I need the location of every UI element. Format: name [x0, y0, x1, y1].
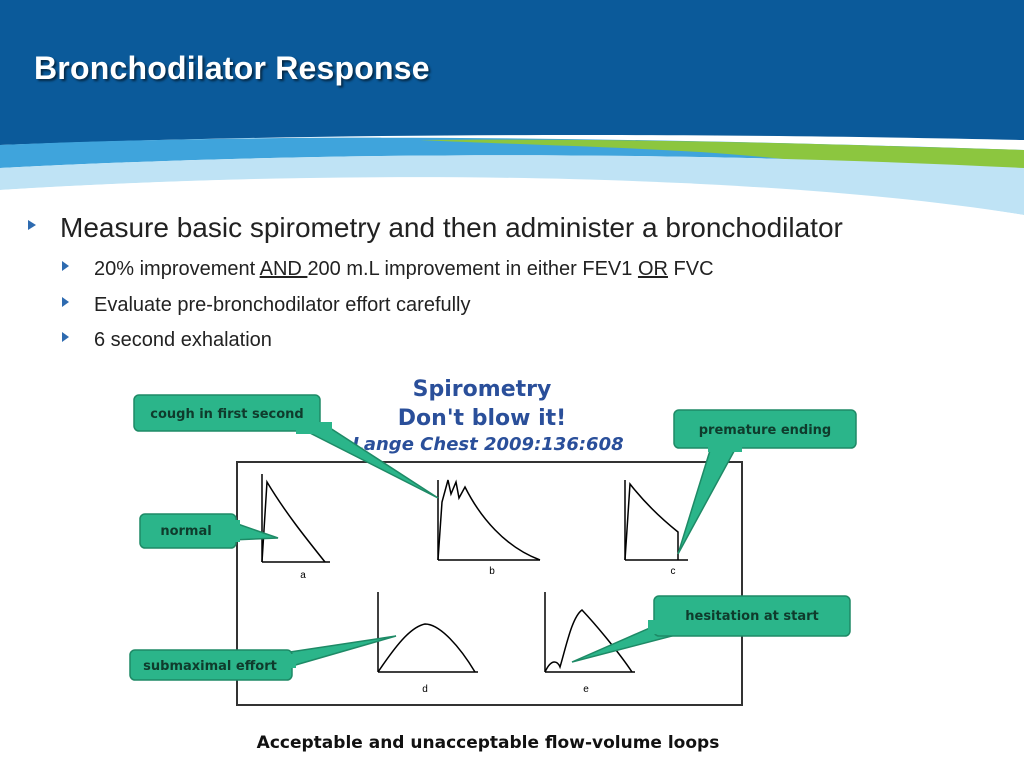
- panel-label-c: c: [671, 566, 676, 577]
- bullet-arrow-icon: [62, 332, 69, 342]
- header-banner: [0, 0, 1024, 215]
- text-part: 20% improvement: [94, 258, 260, 280]
- callout-normal-text: normal: [160, 524, 211, 539]
- panel-c: [624, 480, 688, 561]
- plot-frame: [236, 461, 743, 706]
- sub-bullet-text: Evaluate pre-bronchodilator effort caref…: [94, 294, 471, 316]
- callout-hesitation-text: hesitation at start: [685, 609, 819, 624]
- figure-heading-2: Don't blow it!: [398, 406, 566, 431]
- underlined-or: OR: [637, 258, 668, 280]
- callout-submaximal: submaximal effort: [129, 635, 397, 681]
- bullet-arrow-icon: [28, 220, 36, 230]
- sub-bullet-text: 20% improvement AND 200 m.L improvement …: [94, 258, 714, 281]
- underlined-and: AND: [259, 258, 308, 280]
- callout-hesitation: hesitation at start: [571, 595, 851, 663]
- figure-caption: Acceptable and unacceptable flow-volume …: [257, 733, 720, 753]
- spirometry-figure: Spirometry Don't blow it! Lange Chest 20…: [129, 377, 857, 753]
- panel-d: [377, 592, 478, 673]
- callout-premature-text: premature ending: [699, 423, 831, 438]
- callout-cough: cough in first second: [133, 394, 439, 499]
- sub-bullet-1: 20% improvement AND 200 m.L improvement …: [62, 258, 714, 281]
- panel-b: [437, 479, 541, 561]
- text-part: FVC: [667, 258, 714, 280]
- figure-heading-1: Spirometry: [413, 377, 552, 402]
- callout-premature: premature ending: [673, 409, 857, 555]
- main-bullet-text: Measure basic spirometry and then admini…: [60, 212, 843, 243]
- panel-label-b: b: [489, 566, 495, 577]
- callout-submaximal-text: submaximal effort: [143, 659, 277, 674]
- main-bullet: Measure basic spirometry and then admini…: [28, 212, 843, 244]
- panel-label-e: e: [583, 684, 589, 695]
- sub-bullet-text: 6 second exhalation: [94, 329, 272, 351]
- text-part: 200 m.L improvement in either FEV1: [307, 258, 638, 280]
- bullet-arrow-icon: [62, 297, 69, 307]
- panel-a: [261, 474, 330, 563]
- figure-citation: Lange Chest 2009:136:608: [352, 434, 623, 455]
- sub-bullet-3: 6 second exhalation: [62, 329, 272, 352]
- panel-label-a: a: [300, 570, 306, 581]
- slide-title: Bronchodilator Response: [34, 50, 430, 86]
- sub-bullet-2: Evaluate pre-bronchodilator effort caref…: [62, 294, 471, 317]
- panel-label-d: d: [422, 684, 428, 695]
- bullet-arrow-icon: [62, 261, 69, 271]
- callout-cough-text: cough in first second: [150, 407, 304, 422]
- callout-normal: normal: [139, 513, 279, 549]
- panel-e: [544, 592, 635, 673]
